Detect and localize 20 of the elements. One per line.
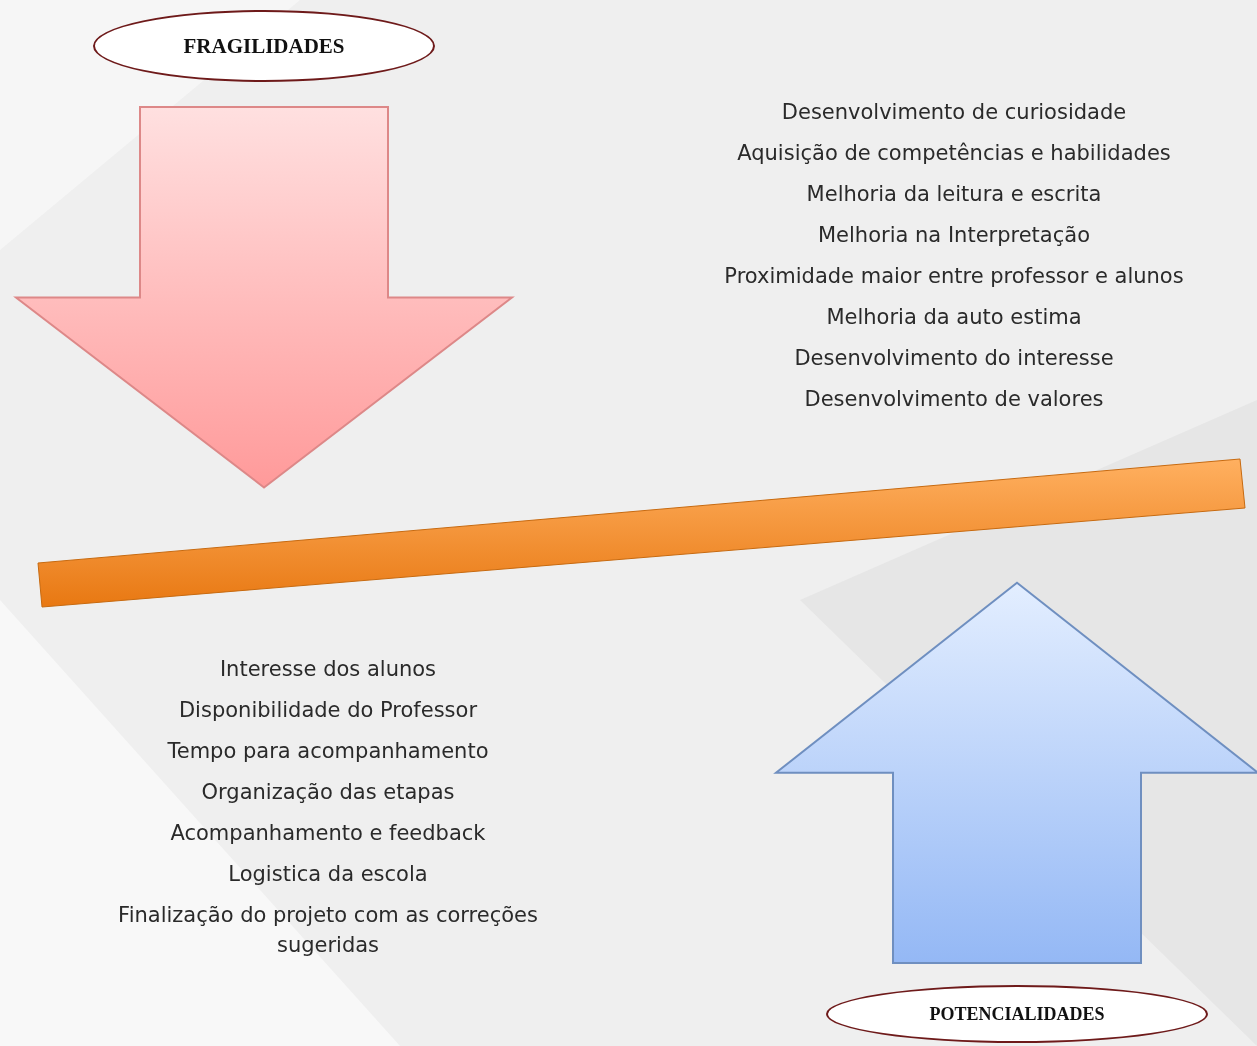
list-item: Finalização do projeto com as correções sugeridas [117, 902, 539, 959]
block-arrow [773, 581, 1257, 964]
list-item: Logistica da escola [227, 861, 429, 888]
list-item: Aquisição de competências e habilidades [736, 140, 1172, 167]
list-item: Organização das etapas [200, 779, 456, 806]
ellipse-label: FRAGILIDADES [93, 10, 435, 82]
list-item: Melhoria da auto estima [825, 304, 1083, 331]
list-item: Tempo para acompanhamento [166, 738, 490, 765]
list-item: Desenvolvimento de valores [803, 386, 1105, 413]
list-item: Proximidade maior entre professor e alunos [723, 263, 1185, 290]
list-item: Melhoria da leitura e escrita [805, 181, 1103, 208]
ellipse-label: POTENCIALIDADES [826, 985, 1208, 1043]
block-arrow [13, 106, 515, 489]
list-item: Disponibilidade do Professor [177, 697, 479, 724]
list-item: Melhoria na Interpretação [817, 222, 1091, 249]
list-item: Interesse dos alunos [218, 656, 438, 683]
list-item: Desenvolvimento de curiosidade [780, 99, 1128, 126]
divider-bar [37, 458, 1246, 608]
list-item: Acompanhamento e feedback [169, 820, 487, 847]
list-item: Desenvolvimento do interesse [793, 345, 1115, 372]
